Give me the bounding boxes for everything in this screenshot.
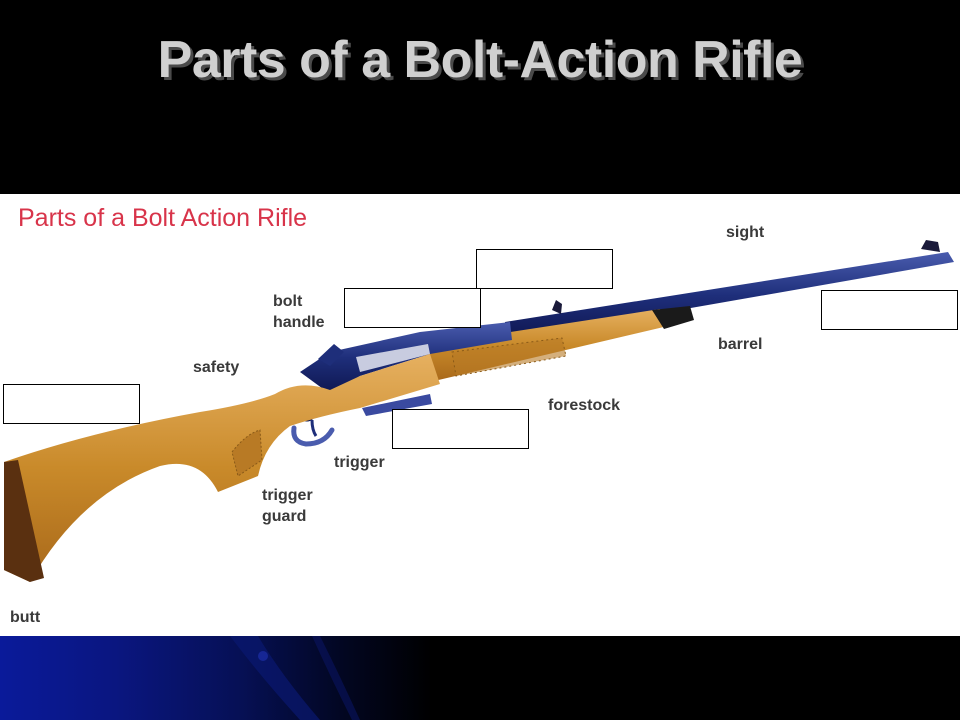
bolt xyxy=(356,344,430,372)
answer-box-4[interactable] xyxy=(3,384,140,424)
trigger-shape xyxy=(310,419,318,437)
label-forestock: forestock xyxy=(548,397,621,414)
label-butt: butt xyxy=(10,609,41,626)
label-bolt-handle: bolt handle xyxy=(273,293,325,331)
footer-swoosh xyxy=(230,636,360,720)
answer-box-3[interactable] xyxy=(821,290,958,330)
label-trigger: trigger xyxy=(334,454,385,471)
footer-band xyxy=(0,636,960,720)
forestock-checkering xyxy=(452,338,566,376)
label-sight: sight xyxy=(726,224,765,241)
front-sight xyxy=(921,240,940,252)
label-safety: safety xyxy=(193,359,240,376)
rifle-illustration xyxy=(4,240,954,582)
label-trigger-guard: trigger guard xyxy=(262,487,313,525)
label-barrel: barrel xyxy=(718,336,763,353)
forestock-tip xyxy=(652,306,694,329)
answer-box-2[interactable] xyxy=(344,288,481,328)
rear-sight xyxy=(552,300,562,314)
magazine-floorplate xyxy=(362,394,432,416)
diagram-heading: Parts of a Bolt Action Rifle xyxy=(18,204,308,232)
grip-checkering xyxy=(231,429,263,477)
bolt-handle-shape xyxy=(318,344,344,366)
stock xyxy=(4,354,440,582)
butt-pad xyxy=(4,460,44,582)
trigger-guard-shape xyxy=(291,425,335,447)
slide-title: Parts of a Bolt-Action Rifle xyxy=(157,31,803,89)
answer-box-5[interactable] xyxy=(392,409,529,449)
answer-box-1[interactable] xyxy=(476,249,613,289)
